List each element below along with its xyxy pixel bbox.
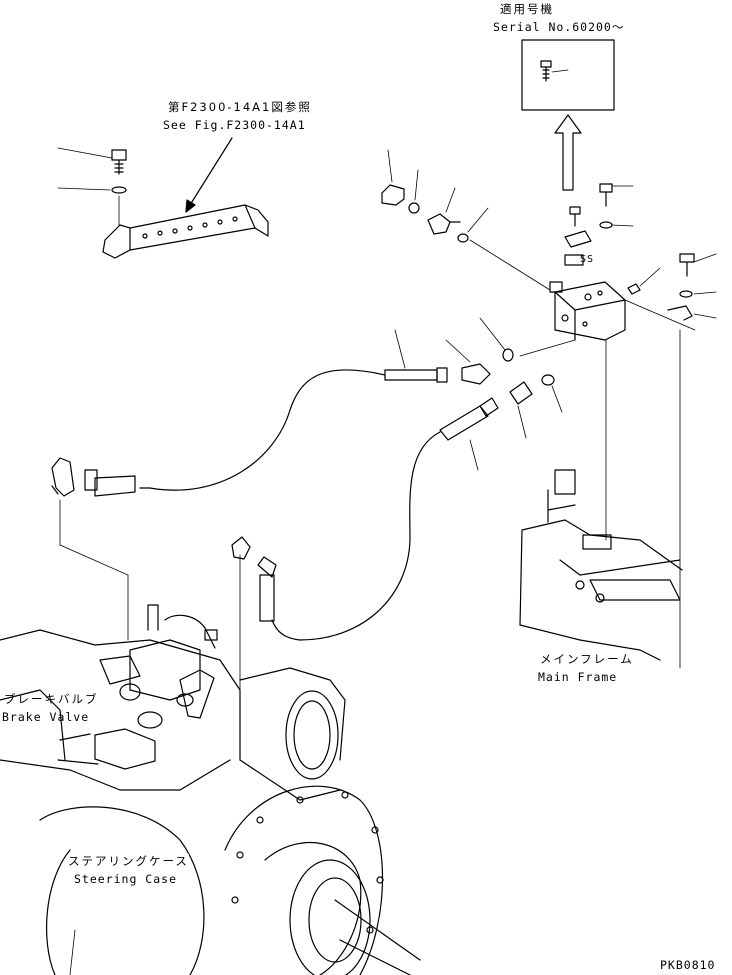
brake-valve-assembly bbox=[57, 499, 218, 770]
reference-text-en: See Fig.F2300-14A1 bbox=[163, 118, 306, 132]
serial-title-jp: 適用号機 bbox=[500, 2, 554, 16]
brake-valve-label-jp: ブレーキバルブ bbox=[4, 692, 99, 706]
hose-upper bbox=[51, 317, 514, 497]
fitting-parts-top bbox=[381, 149, 551, 291]
mounting-bolts-right bbox=[564, 183, 717, 331]
main-frame-label-en: Main Frame bbox=[538, 670, 618, 684]
valve-block bbox=[549, 281, 626, 341]
block-to-frame-line bbox=[519, 329, 681, 669]
serial-inset-box bbox=[521, 39, 615, 111]
switch-mark: SS bbox=[580, 254, 595, 265]
upward-arrow bbox=[554, 114, 582, 191]
reference-arrow bbox=[185, 137, 233, 213]
reference-title-jp: 第F2300-14A1図参照 bbox=[168, 100, 312, 114]
steering-case-housing bbox=[0, 536, 421, 975]
bracket-part bbox=[57, 147, 269, 259]
main-frame-label-jp: メインフレーム bbox=[540, 652, 634, 666]
drawing-code: PKB0810 bbox=[660, 958, 716, 972]
main-frame bbox=[519, 469, 683, 661]
brake-valve-label-en: Brake Valve bbox=[2, 710, 90, 724]
hose-lower bbox=[257, 374, 563, 641]
steering-case-label-jp: ステアリングケース bbox=[68, 854, 189, 868]
serial-number-text: Serial No.60200～ bbox=[493, 20, 625, 34]
steering-case-label-en: Steering Case bbox=[74, 872, 178, 886]
